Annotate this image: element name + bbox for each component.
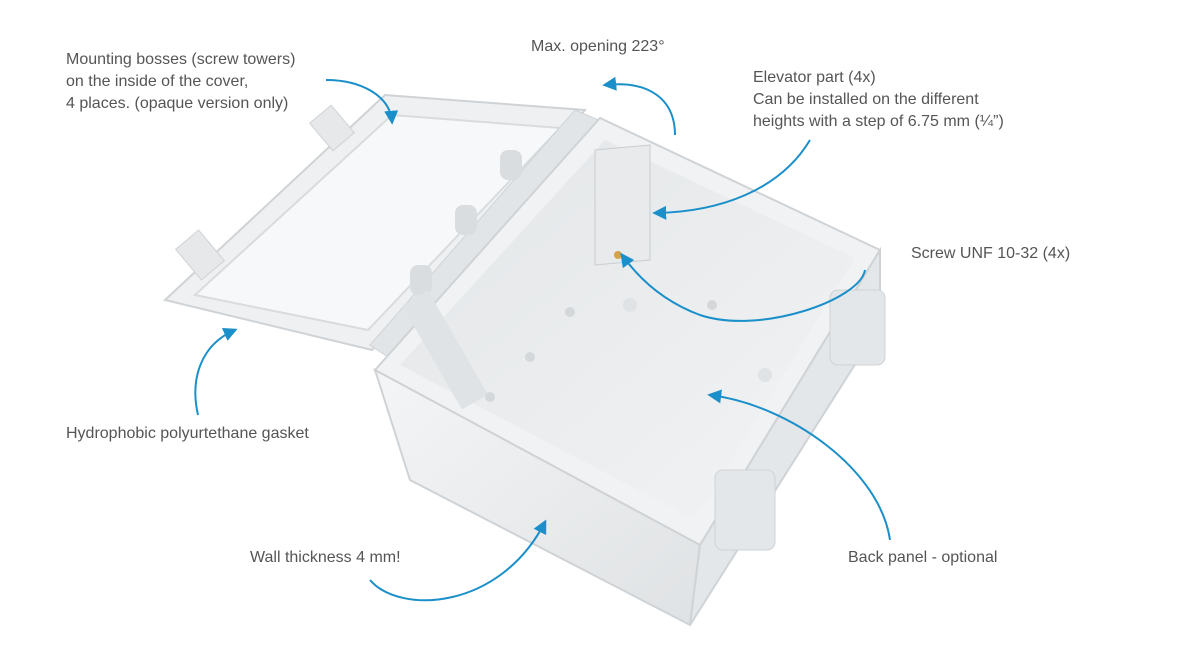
label-line: heights with a step of 6.75 mm (¼”)	[753, 113, 1004, 130]
label-screw: Screw UNF 10-32 (4x)	[911, 245, 1071, 262]
label-line: on the inside of the cover,	[66, 73, 249, 90]
label-elevator-part: Elevator part (4x) Can be installed on t…	[753, 67, 1004, 133]
arrow-back-panel	[707, 389, 891, 541]
lid	[162, 93, 588, 352]
label-gasket: Hydrophobic polyurtethane gasket	[66, 425, 309, 442]
label-max-opening: Max. opening 223°	[531, 38, 665, 55]
label-line: Elevator part (4x)	[753, 69, 876, 86]
arrow-max-opening	[602, 76, 676, 136]
arrow-wall	[369, 519, 547, 602]
arrow-screw	[620, 252, 866, 322]
arrow-gasket	[194, 327, 238, 416]
label-line: 4 places. (opaque version only)	[66, 95, 289, 112]
box-body	[373, 116, 886, 627]
label-wall-thickness: Wall thickness 4 mm!	[250, 549, 401, 566]
arrow-elevator	[652, 139, 811, 220]
label-line: Can be installed on the different	[753, 91, 979, 108]
arrow-mounting-bosses	[325, 79, 399, 125]
label-mounting-bosses: Mounting bosses (screw towers) on the in…	[66, 49, 295, 115]
label-line: Mounting bosses (screw towers)	[66, 51, 296, 68]
label-back-panel: Back panel - optional	[848, 549, 998, 566]
